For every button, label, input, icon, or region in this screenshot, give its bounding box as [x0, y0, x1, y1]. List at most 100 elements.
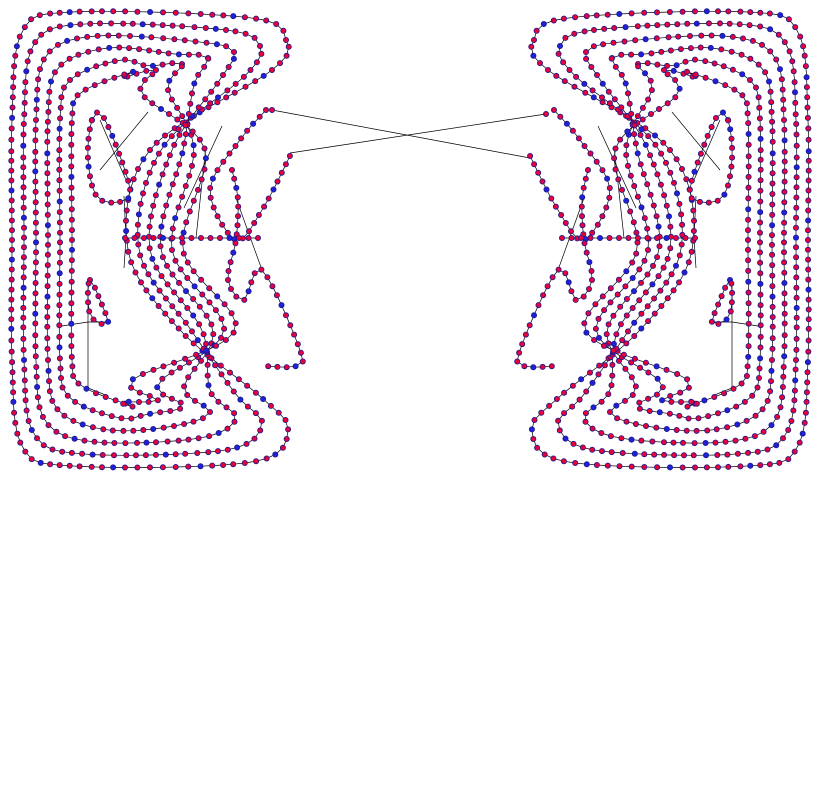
graph-node — [206, 433, 213, 440]
graph-node — [89, 424, 96, 431]
graph-node — [679, 464, 686, 471]
graph-node — [20, 324, 27, 331]
graph-node — [235, 376, 242, 383]
graph-node — [172, 9, 179, 16]
graph-node — [623, 142, 630, 149]
graph-node — [786, 48, 793, 55]
graph-node — [694, 159, 701, 166]
graph-node — [793, 314, 800, 321]
graph-node — [37, 66, 44, 73]
graph-node — [713, 426, 720, 433]
graph-node — [147, 8, 154, 15]
graph-node — [121, 71, 128, 78]
graph-node — [223, 43, 230, 50]
graph-node — [766, 78, 773, 85]
graph-node — [733, 403, 740, 410]
graph-node — [745, 153, 752, 160]
graph-node — [68, 163, 75, 170]
graph-node — [224, 276, 231, 283]
graph-node — [252, 389, 259, 396]
graph-node — [141, 77, 148, 84]
graph-node — [764, 397, 771, 404]
graph-node — [781, 158, 788, 165]
graph-node — [747, 55, 754, 62]
graph-node — [83, 385, 90, 392]
graph-node — [40, 442, 47, 449]
graph-node — [692, 71, 699, 78]
graph-node — [803, 398, 810, 405]
graph-node — [630, 219, 637, 226]
graph-node — [667, 47, 674, 54]
graph-node — [32, 353, 39, 360]
graph-node — [769, 272, 776, 279]
graph-node — [781, 269, 788, 276]
graph-node — [146, 169, 153, 176]
graph-node — [234, 194, 241, 201]
graph-node — [660, 264, 667, 271]
graph-node — [805, 148, 812, 155]
graph-node — [635, 234, 642, 241]
graph-node — [84, 144, 91, 151]
graph-node — [804, 359, 811, 366]
graph-node — [629, 259, 636, 266]
graph-node — [693, 20, 700, 27]
graph-node — [131, 234, 138, 241]
graph-node — [159, 375, 166, 382]
graph-node — [773, 442, 780, 449]
graph-node — [152, 67, 159, 74]
graph-node — [606, 100, 613, 107]
graph-node — [109, 427, 116, 434]
graph-node — [673, 62, 680, 69]
graph-node — [609, 361, 616, 368]
graph-node — [254, 234, 261, 241]
graph-node — [8, 217, 15, 224]
graph-node — [785, 456, 792, 463]
graph-node — [134, 221, 141, 228]
graph-node — [744, 363, 751, 370]
graph-node — [683, 176, 690, 183]
graph-node — [633, 250, 640, 257]
graph-node — [583, 461, 590, 468]
graph-node — [613, 402, 620, 409]
graph-node — [668, 271, 675, 278]
graph-node — [722, 284, 729, 291]
graph-node — [160, 363, 167, 370]
graph-node — [44, 345, 51, 352]
graph-node — [137, 85, 144, 92]
graph-node — [203, 347, 210, 354]
graph-node — [745, 236, 752, 243]
graph-node — [645, 96, 652, 103]
graph-node — [736, 21, 743, 28]
graph-node — [628, 374, 635, 381]
graph-node — [214, 99, 221, 106]
graph-node — [677, 46, 684, 53]
graph-node — [191, 283, 198, 290]
graph-node — [805, 296, 812, 303]
graph-node — [760, 428, 767, 435]
graph-node — [676, 200, 683, 207]
graph-node — [262, 107, 269, 114]
graph-node — [654, 234, 661, 241]
graph-node — [8, 227, 15, 234]
graph-node — [20, 356, 27, 363]
graph-node — [680, 439, 687, 446]
graph-node — [664, 295, 671, 302]
graph-node — [769, 323, 776, 330]
graph-node — [258, 266, 265, 273]
graph-node — [227, 259, 234, 266]
graph-node — [769, 356, 776, 363]
graph-node — [45, 108, 52, 115]
graph-node — [634, 150, 641, 157]
graph-node — [691, 8, 698, 15]
graph-node — [223, 94, 230, 101]
graph-node — [657, 287, 664, 294]
graph-node — [599, 167, 606, 174]
graph-node — [150, 202, 157, 209]
graph-node — [129, 376, 136, 383]
graph-node — [711, 310, 718, 317]
graph-node — [667, 169, 674, 176]
graph-node — [188, 234, 195, 241]
graph-node — [776, 459, 783, 466]
graph-node — [636, 405, 643, 412]
